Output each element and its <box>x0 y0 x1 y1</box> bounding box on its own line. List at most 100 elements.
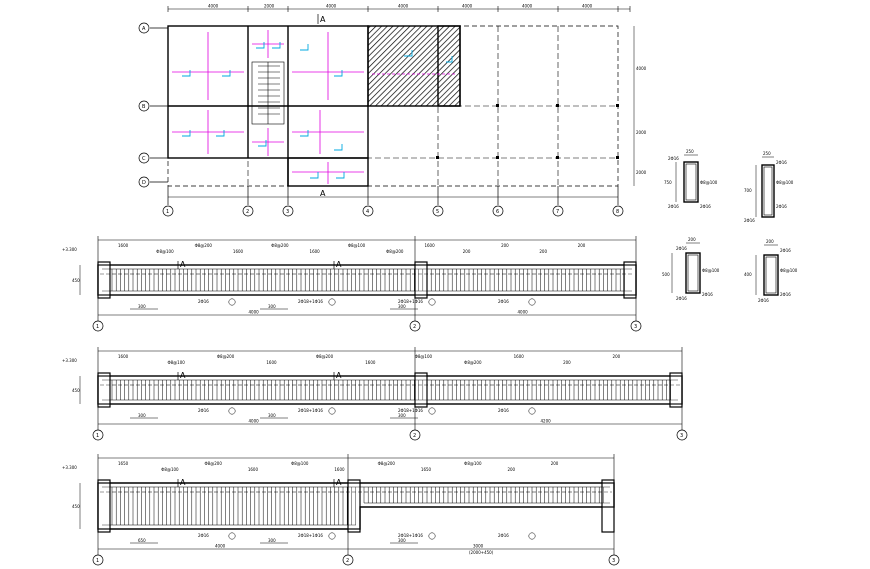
beam-level: +3.300 <box>62 247 77 252</box>
beam-top-label: Φ8@200 <box>271 243 289 248</box>
hatched-slab <box>367 25 461 107</box>
beam-support <box>97 372 111 408</box>
rebar-bubble <box>228 298 236 306</box>
section-2-height: 700 <box>744 188 752 193</box>
beam-top-label: 1600 <box>514 354 525 359</box>
plan-top-dim-ticks <box>167 6 631 12</box>
section-2-side-rebar: 2Φ16 <box>776 204 787 209</box>
bottom-dim: 650 <box>138 538 146 543</box>
axis-bubble <box>92 429 104 441</box>
axis-label: 2 <box>346 558 349 564</box>
beam-top-label: Φ8@100 <box>156 249 174 254</box>
rebar-note: 2Φ16 <box>498 408 509 413</box>
beam-support <box>669 372 683 408</box>
plan-col-8: 8 <box>616 209 619 215</box>
rebar-note: 2Φ18+1Φ16 <box>398 533 423 538</box>
section-mark: A <box>180 478 186 487</box>
beam-top-label: Φ8@100 <box>348 243 366 248</box>
rebar-note: 2Φ18+1Φ16 <box>298 533 323 538</box>
rebar-bubble <box>428 298 436 306</box>
beam-stirrups <box>111 269 625 291</box>
section-4-height: 400 <box>744 272 752 277</box>
rebar-note: 2Φ18+1Φ16 <box>398 299 423 304</box>
axis-label: 2 <box>413 324 416 330</box>
beam-top-label: 200 <box>613 354 621 359</box>
bottom-dim: 300 <box>268 304 276 309</box>
section-mark: A <box>180 260 186 269</box>
section-3-top: 200 <box>688 237 696 242</box>
section-1-bot-rebar: 2Φ16 <box>668 204 679 209</box>
rebar-note: 2Φ16 <box>198 408 209 413</box>
cross-section-2 <box>755 156 775 218</box>
section-1-stirrup: Φ8@100 <box>700 180 718 185</box>
beam-top-label: 200 <box>463 249 471 254</box>
plan-col-2: 2 <box>246 209 249 215</box>
plan-axis-C: C <box>142 156 146 162</box>
beam-top-label: 200 <box>551 461 559 466</box>
span-note: (2000+450) <box>469 550 494 555</box>
cross-section-1 <box>675 154 699 203</box>
section-2-stirrup: Φ8@100 <box>776 180 794 185</box>
beam-top-label: 1650 <box>421 467 432 472</box>
axis-label: 3 <box>612 558 615 564</box>
beam-top-label: Φ8@200 <box>378 461 396 466</box>
beam-top-label: Φ8@200 <box>205 461 223 466</box>
section-3-top-rebar: 2Φ16 <box>676 246 687 251</box>
cross-section-4 <box>755 244 779 296</box>
section-1-height: 750 <box>664 180 672 185</box>
beam-support <box>414 372 428 408</box>
plan-col-6: 6 <box>496 209 499 215</box>
axis-label: 1 <box>96 558 99 564</box>
beam-level: +3.300 <box>62 465 77 470</box>
beam-top-label: Φ8@200 <box>316 354 334 359</box>
beam-top-label: 1600 <box>310 249 321 254</box>
beam-height: 450 <box>72 504 80 509</box>
rebar-bubble <box>328 407 336 415</box>
rebar-note: 2Φ18+1Φ16 <box>398 408 423 413</box>
bottom-dim: 300 <box>138 304 146 309</box>
slab-rebar-cyan <box>182 42 453 179</box>
rebar-note: 2Φ18+1Φ16 <box>298 299 323 304</box>
section-2-bot-rebar: 2Φ16 <box>744 218 755 223</box>
axis-label: 1 <box>96 433 99 439</box>
beam-stirrups <box>111 487 604 525</box>
axis-label: 2 <box>413 433 416 439</box>
bottom-dim: 300 <box>268 538 276 543</box>
beam-height: 450 <box>72 388 80 393</box>
beam-top-label: 1600 <box>118 354 129 359</box>
section-4-stirrup: Φ8@100 <box>780 268 798 273</box>
span-dim: 4000 <box>215 544 226 549</box>
section-3-stirrup: Φ8@100 <box>702 268 720 273</box>
plan-col-5: 5 <box>436 209 439 215</box>
beam-top-label: Φ8@200 <box>217 354 235 359</box>
beam-top-label: Φ8@200 <box>464 360 482 365</box>
beam-level: +3.300 <box>62 358 77 363</box>
beam-support <box>414 261 428 299</box>
plan-col-4: 4 <box>366 209 369 215</box>
beam-top-label: 1600 <box>266 360 277 365</box>
plan-row-axes <box>138 22 168 188</box>
floor-plan: 4000 2000 4000 4000 4000 4000 4000 <box>138 4 647 217</box>
axis-label: 1 <box>96 324 99 330</box>
plan-top-dim-2: 2000 <box>264 4 275 9</box>
plan-axis-A: A <box>142 26 146 32</box>
grid-points <box>436 104 619 159</box>
rebar-note: 2Φ18+1Φ16 <box>298 408 323 413</box>
axis-bubble <box>676 429 688 441</box>
axis-bubble <box>608 554 620 566</box>
bottom-dim: 300 <box>398 304 406 309</box>
span-dim: 3000 <box>473 544 484 549</box>
rebar-bubble <box>528 298 536 306</box>
plan-top-dim-4: 4000 <box>398 4 409 9</box>
section-3-side-rebar: 2Φ16 <box>702 292 713 297</box>
beam-top-label: 200 <box>563 360 571 365</box>
beam-support <box>347 479 361 533</box>
plan-top-dim-5: 4000 <box>462 4 473 9</box>
section-mark: A <box>336 260 342 269</box>
beam-top-label: Φ8@200 <box>386 249 404 254</box>
beam-top-label: 200 <box>501 243 509 248</box>
bottom-dim: 300 <box>138 413 146 418</box>
